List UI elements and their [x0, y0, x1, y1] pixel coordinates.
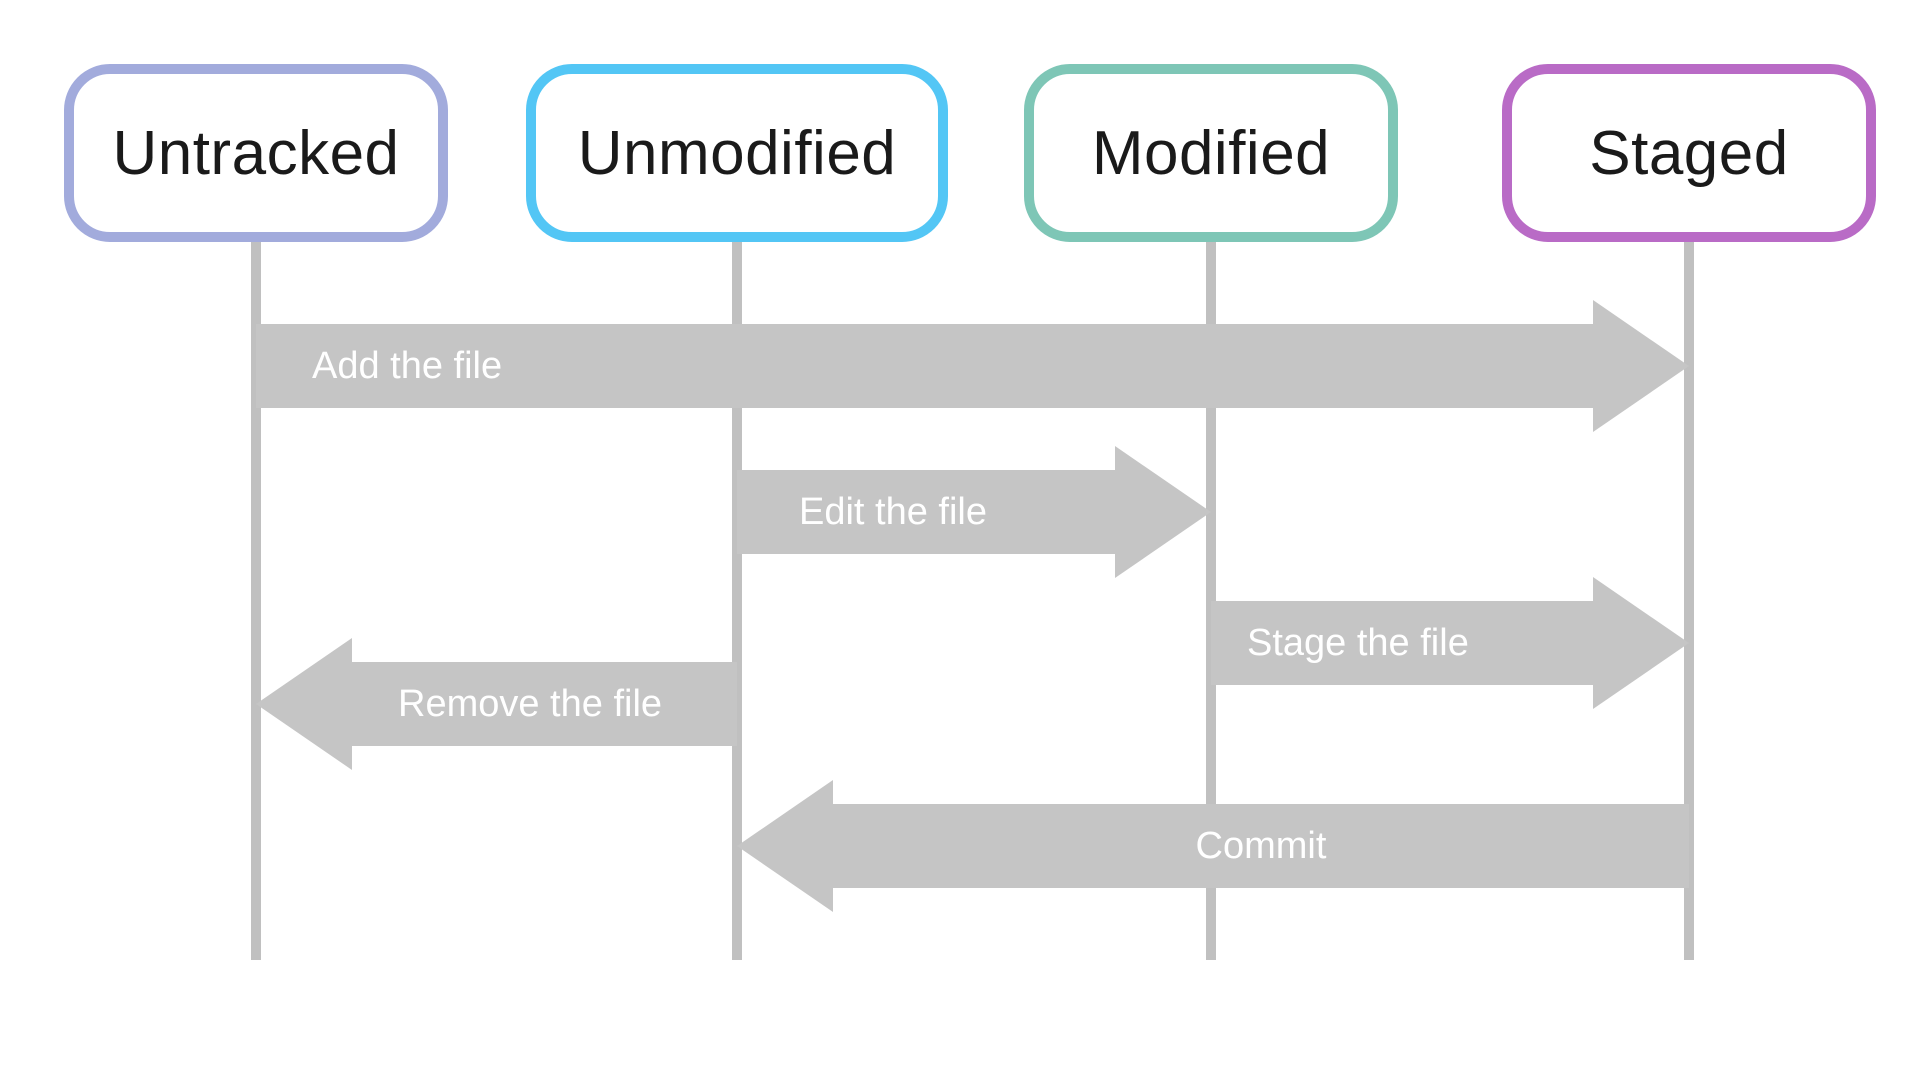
- arrow-commit: Commit: [833, 804, 1689, 888]
- node-untracked-label: Untracked: [112, 118, 400, 188]
- arrowhead-left-icon: [737, 780, 833, 912]
- arrow-add-the-file-label: Add the file: [312, 344, 503, 387]
- arrow-commit-label: Commit: [1195, 824, 1327, 867]
- node-modified: Modified: [1024, 64, 1398, 242]
- arrow-remove-the-file: Remove the file: [352, 662, 737, 746]
- arrow-stage-the-file-label: Stage the file: [1247, 621, 1469, 664]
- lifeline-unmodified: [732, 242, 742, 960]
- arrowhead-left-icon: [256, 638, 352, 770]
- arrow-edit-the-file: Edit the file: [737, 470, 1115, 554]
- node-staged-label: Staged: [1589, 118, 1789, 188]
- arrowhead-right-icon: [1593, 577, 1689, 709]
- arrow-remove-the-file-label: Remove the file: [398, 682, 663, 725]
- node-modified-label: Modified: [1091, 118, 1331, 188]
- lifeline-untracked: [251, 242, 261, 960]
- arrowhead-right-icon: [1115, 446, 1211, 578]
- node-staged: Staged: [1502, 64, 1876, 242]
- node-untracked: Untracked: [64, 64, 448, 242]
- arrowhead-right-icon: [1593, 300, 1689, 432]
- node-unmodified-label: Unmodified: [577, 118, 897, 188]
- arrow-edit-the-file-label: Edit the file: [799, 490, 987, 533]
- arrow-add-the-file: Add the file: [256, 324, 1593, 408]
- lifeline-staged: [1684, 242, 1694, 960]
- arrow-stage-the-file: Stage the file: [1211, 601, 1593, 685]
- node-unmodified: Unmodified: [526, 64, 948, 242]
